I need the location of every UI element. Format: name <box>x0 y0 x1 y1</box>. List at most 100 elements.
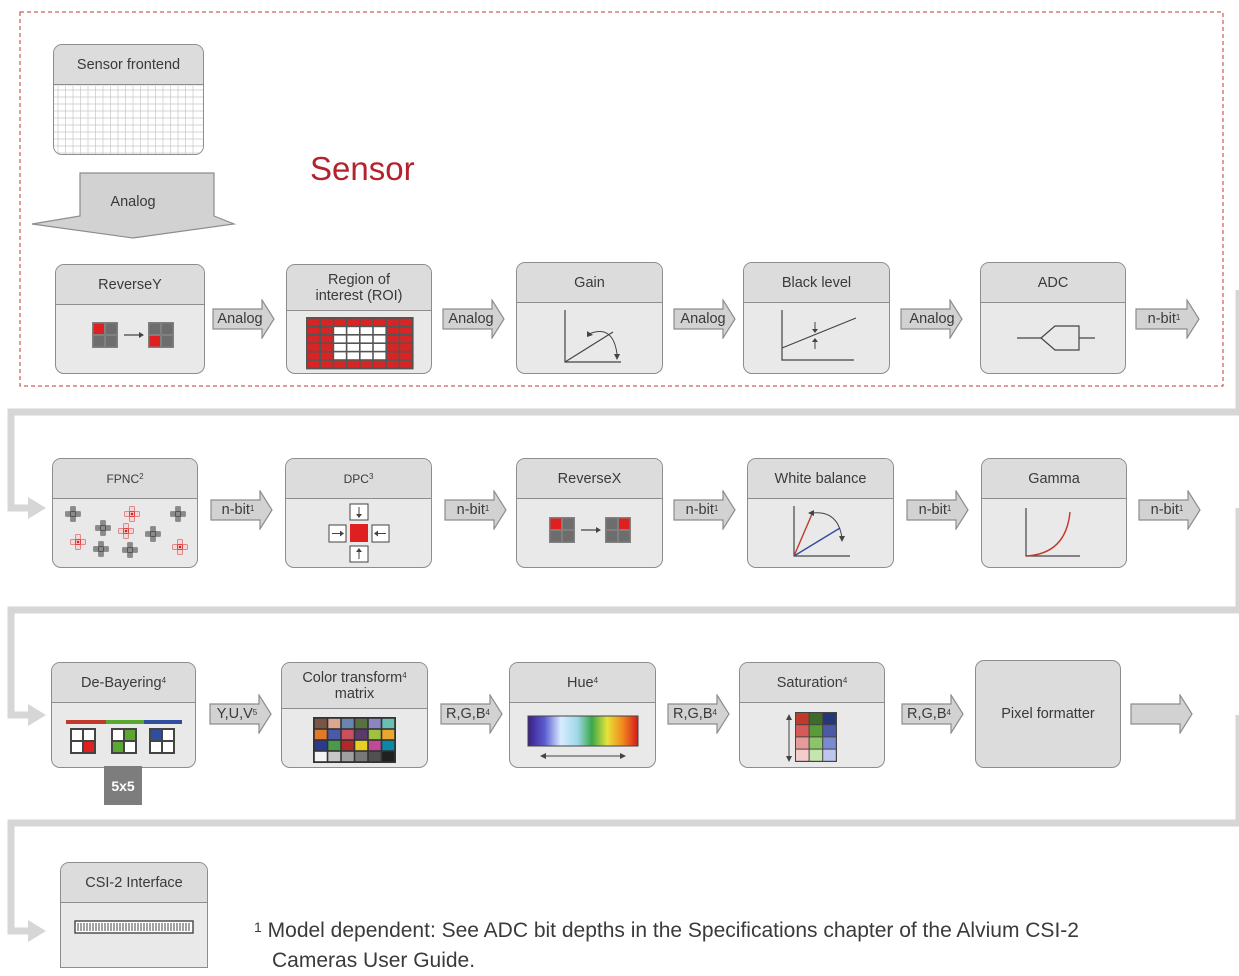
block-title: ReverseY <box>56 265 204 305</box>
block-title: Gamma <box>982 459 1126 499</box>
block-sensor-frontend: Sensor frontend <box>53 44 204 155</box>
reverse-y-icon <box>56 306 204 373</box>
sensor-boundary <box>19 11 1224 387</box>
block-reverse-y: ReverseY <box>55 264 205 374</box>
saturation-icon <box>740 704 884 767</box>
arrow-label: n-bit <box>1147 311 1176 327</box>
arrow-analog-1: Analog <box>212 299 276 339</box>
arrow-label: Analog <box>217 311 263 327</box>
arrow-label: n-bit <box>221 502 250 518</box>
block-adc: ADC <box>980 262 1126 374</box>
footnote-ref: 4 <box>946 707 951 717</box>
fpnc-label: FPNC <box>106 471 140 486</box>
arrow-label: Analog <box>909 311 955 327</box>
block-csi2-interface: CSI-2 Interface <box>60 862 208 968</box>
footnote-ref: 4 <box>161 675 167 685</box>
block-title: White balance <box>748 459 893 499</box>
footnote-ref: 1 <box>484 503 490 513</box>
block-title: ADC <box>981 263 1125 303</box>
connector-icon <box>61 904 207 967</box>
footnote-ref: 4 <box>402 670 407 680</box>
arrow-analog-4: Analog <box>900 299 964 339</box>
arrow-label: Y,U,V <box>216 706 253 722</box>
connector-row1-row2 <box>7 290 1239 512</box>
color-transform-label-line1: Color transform <box>302 669 403 686</box>
arrow-analog-3: Analog <box>673 299 737 339</box>
footnote-ref: 3 <box>368 471 374 481</box>
block-title: Region of interest (ROI) <box>287 265 431 311</box>
footnote-line2: Cameras User Guide. <box>272 949 476 972</box>
sensor-grid-icon <box>54 86 203 154</box>
reverse-x-icon <box>517 500 662 567</box>
dpc-label: DPC <box>343 471 369 486</box>
connector-row3-row4 <box>7 715 1239 935</box>
debayering-label: De-Bayering <box>80 674 162 691</box>
arrow-analog-down: Analog <box>28 172 238 242</box>
block-title: Sensor frontend <box>54 45 203 85</box>
debayering-icon <box>52 704 195 767</box>
block-title: ReverseX <box>517 459 662 499</box>
white-balance-icon <box>748 500 893 567</box>
footnote-ref: 2 <box>139 471 144 481</box>
block-title: Gain <box>517 263 662 303</box>
block-title: Pixel formatter <box>1001 706 1095 722</box>
arrow-label: Analog <box>680 311 726 327</box>
footnote-ref: 4 <box>842 675 848 685</box>
block-gain: Gain <box>516 262 663 374</box>
footnote-ref: 1 <box>1175 312 1181 322</box>
arrow-label: Analog <box>448 311 494 327</box>
footnote-ref: 1 <box>946 503 952 513</box>
arrow-analog-2: Analog <box>442 299 506 339</box>
block-title: CSI-2 Interface <box>61 863 207 903</box>
sensor-title: Sensor <box>310 150 415 187</box>
footnote: 1 Model dependent: See ADC bit depths in… <box>254 916 1079 976</box>
arrow-label: R,G,B <box>673 706 713 722</box>
arrow-label: n-bit <box>685 502 714 518</box>
hue-label: Hue <box>566 674 594 691</box>
color-transform-label-line2: matrix <box>334 685 375 702</box>
block-roi: Region of interest (ROI) <box>286 264 432 374</box>
connector-row2-row3 <box>7 508 1239 719</box>
color-checker-icon <box>282 710 427 767</box>
arrow-label: R,G,B <box>446 706 486 722</box>
block-white-balance: White balance <box>747 458 894 568</box>
arrow-label: n-bit <box>918 502 947 518</box>
footnote-ref: 1 <box>1178 503 1184 513</box>
footnote-ref: 1 <box>249 503 255 513</box>
arrow-label: n-bit <box>1150 502 1179 518</box>
footnote-line1: Model dependent: See ADC bit depths in t… <box>267 919 1079 942</box>
kernel-size-badge: 5x5 <box>104 766 142 805</box>
saturation-label: Saturation <box>776 674 843 691</box>
hue-spectrum-icon <box>510 704 655 767</box>
block-gamma: Gamma <box>981 458 1127 568</box>
block-black-level: Black level <box>743 262 890 374</box>
black-level-icon <box>744 304 889 373</box>
arrow-label: Analog <box>110 194 156 210</box>
gamma-icon <box>982 500 1126 567</box>
block-pixel-formatter: Pixel formatter <box>975 660 1121 768</box>
footnote-ref: 4 <box>485 707 490 717</box>
adc-icon <box>981 304 1125 373</box>
arrow-label: n-bit <box>456 502 485 518</box>
footnote-ref: 1 <box>713 503 719 513</box>
